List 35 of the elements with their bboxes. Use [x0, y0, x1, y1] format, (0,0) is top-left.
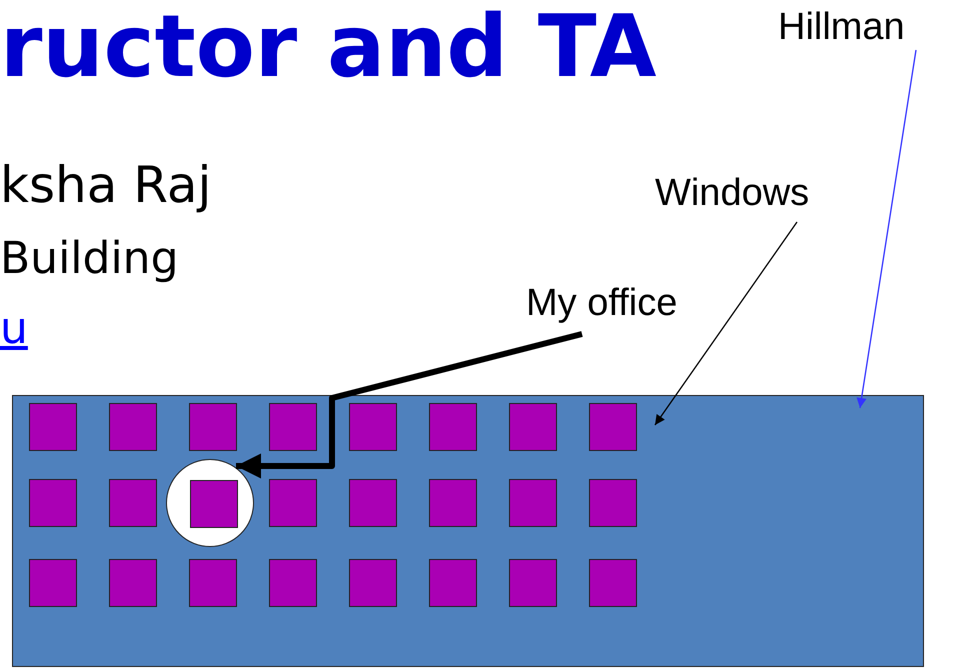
location-text: Building: [0, 235, 178, 284]
window-square: [429, 559, 477, 607]
window-square: [189, 403, 237, 451]
window-square: [109, 403, 157, 451]
window-square: [509, 403, 557, 451]
window-square: [109, 479, 157, 527]
name-text: ksha Raj: [0, 158, 212, 213]
window-square: [189, 559, 237, 607]
window-square: [190, 480, 238, 528]
window-square: [109, 559, 157, 607]
building-block: [12, 395, 924, 667]
window-square: [349, 403, 397, 451]
window-square: [589, 403, 637, 451]
callout-label: My office: [526, 282, 722, 330]
window-square: [589, 559, 637, 607]
window-square: [269, 403, 317, 451]
window-square: [349, 479, 397, 527]
window-square: [29, 479, 77, 527]
slide-title: ructor and TA: [0, 4, 656, 90]
window-square: [269, 559, 317, 607]
window-square: [29, 559, 77, 607]
window-square: [509, 559, 557, 607]
window-square: [509, 479, 557, 527]
pointer-arrow: [236, 331, 583, 478]
window-square: [269, 479, 317, 527]
window-square: [29, 403, 77, 451]
email-link: u: [0, 305, 28, 354]
window-square: [589, 479, 637, 527]
window-square: [429, 479, 477, 527]
window-square: [429, 403, 477, 451]
callout-label: Hillman: [778, 6, 938, 48]
window-square: [349, 559, 397, 607]
leader-arrow: [654, 222, 798, 426]
leader-arrow: [856, 50, 917, 408]
callout-label: Windows: [655, 172, 851, 220]
